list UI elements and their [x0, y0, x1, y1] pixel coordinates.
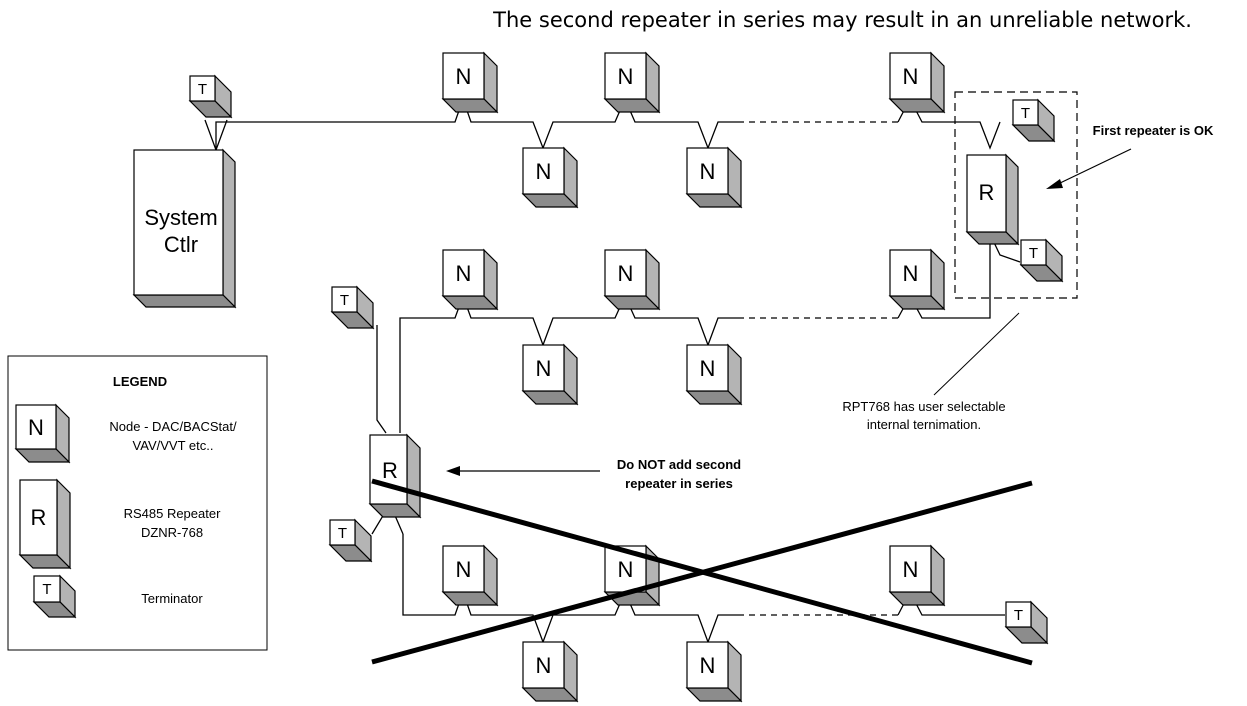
repeater-2-top-terminator-drop [376, 325, 387, 434]
terminator-box: T [1004, 600, 1049, 645]
node-box: N [685, 640, 743, 703]
node-box: N [521, 640, 579, 703]
svg-text:R: R [382, 458, 398, 483]
first-repeater-dashed-frame [954, 91, 1078, 299]
rpt768-note-line2: internal ternimation. [867, 417, 981, 432]
legend-title: LEGEND [113, 374, 167, 389]
legend-node-desc-line2: VAV/VVT etc.. [133, 438, 214, 453]
terminator-box: T [328, 518, 373, 563]
svg-text:N: N [618, 557, 634, 582]
node-box: N [888, 248, 946, 311]
svg-text:T: T [340, 292, 349, 309]
bus-1-wire [215, 97, 738, 150]
node-box: N [603, 248, 661, 311]
svg-text:N: N [536, 159, 552, 184]
legend-node-symbol: N [14, 403, 71, 464]
legend-terminator-desc: Terminator [141, 591, 203, 606]
svg-text:N: N [700, 159, 716, 184]
node-box: N [603, 544, 661, 607]
legend-repeater-symbol: R [18, 478, 72, 570]
repeater-box: R [368, 433, 422, 519]
node-box: N [521, 343, 579, 406]
svg-text:N: N [456, 261, 472, 286]
second-repeater-warning-line1: Do NOT add second [617, 457, 741, 472]
node-box: N [521, 146, 579, 209]
terminator-box: T [1011, 98, 1056, 143]
svg-text:T: T [1014, 607, 1023, 624]
legend-terminator-symbol: T [32, 574, 77, 619]
svg-text:R: R [979, 180, 995, 205]
svg-text:N: N [618, 64, 634, 89]
svg-text:N: N [903, 261, 919, 286]
first-repeater-ok-label: First repeater is OK [1093, 123, 1214, 138]
svg-text:N: N [903, 557, 919, 582]
node-box: N [685, 343, 743, 406]
header-note: The second repeater in series may result… [492, 8, 1192, 32]
node-box: N [685, 146, 743, 209]
svg-text:N: N [903, 64, 919, 89]
rpt768-note-line1: RPT768 has user selectable [842, 399, 1005, 414]
second-repeater-warning-line2: repeater in series [625, 476, 733, 491]
node-box: N [888, 51, 946, 114]
first-repeater-arrowhead [1046, 179, 1063, 189]
svg-text:R: R [31, 505, 47, 530]
first-repeater-arrow [1057, 148, 1132, 185]
second-repeater-callout: Do NOT add second repeater in series [446, 457, 741, 491]
svg-text:T: T [1029, 245, 1038, 262]
svg-text:N: N [700, 653, 716, 678]
svg-text:N: N [536, 356, 552, 381]
svg-text:T: T [198, 81, 207, 98]
rpt768-leader-line [933, 312, 1020, 396]
legend-repeater-desc-line2: DZNR-768 [141, 525, 203, 540]
svg-text:N: N [456, 557, 472, 582]
controller-label-line2: Ctlr [164, 232, 198, 257]
bus-2-wire [399, 294, 738, 433]
svg-text:T: T [1021, 105, 1030, 122]
svg-text:N: N [618, 261, 634, 286]
svg-text:N: N [536, 653, 552, 678]
system-controller: System Ctlr [132, 148, 237, 309]
repeater-box: R [965, 153, 1020, 246]
terminator-box: T [330, 285, 375, 330]
devices: System Ctlr T T T T [132, 51, 1064, 703]
legend-repeater-desc-line1: RS485 Repeater [124, 506, 222, 521]
node-box: N [603, 51, 661, 114]
svg-text:T: T [42, 581, 51, 598]
svg-text:N: N [28, 415, 44, 440]
svg-text:T: T [338, 525, 347, 542]
svg-text:N: N [700, 356, 716, 381]
node-box: N [441, 544, 499, 607]
first-repeater-callout: First repeater is OK RPT768 has user sel… [842, 91, 1214, 432]
legend-node-desc-line1: Node - DAC/BACStat/ [109, 419, 237, 434]
second-repeater-arrowhead [446, 466, 460, 476]
controller-label-line1: System [144, 205, 217, 230]
legend: LEGEND N Node - DAC/BACStat/ VAV/VVT etc… [7, 355, 268, 651]
prohibited-cross [371, 478, 1033, 666]
node-box: N [441, 248, 499, 311]
svg-text:N: N [456, 64, 472, 89]
terminator-box: T [188, 74, 233, 119]
node-box: N [888, 544, 946, 607]
terminator-box: T [1019, 238, 1064, 283]
node-box: N [441, 51, 499, 114]
